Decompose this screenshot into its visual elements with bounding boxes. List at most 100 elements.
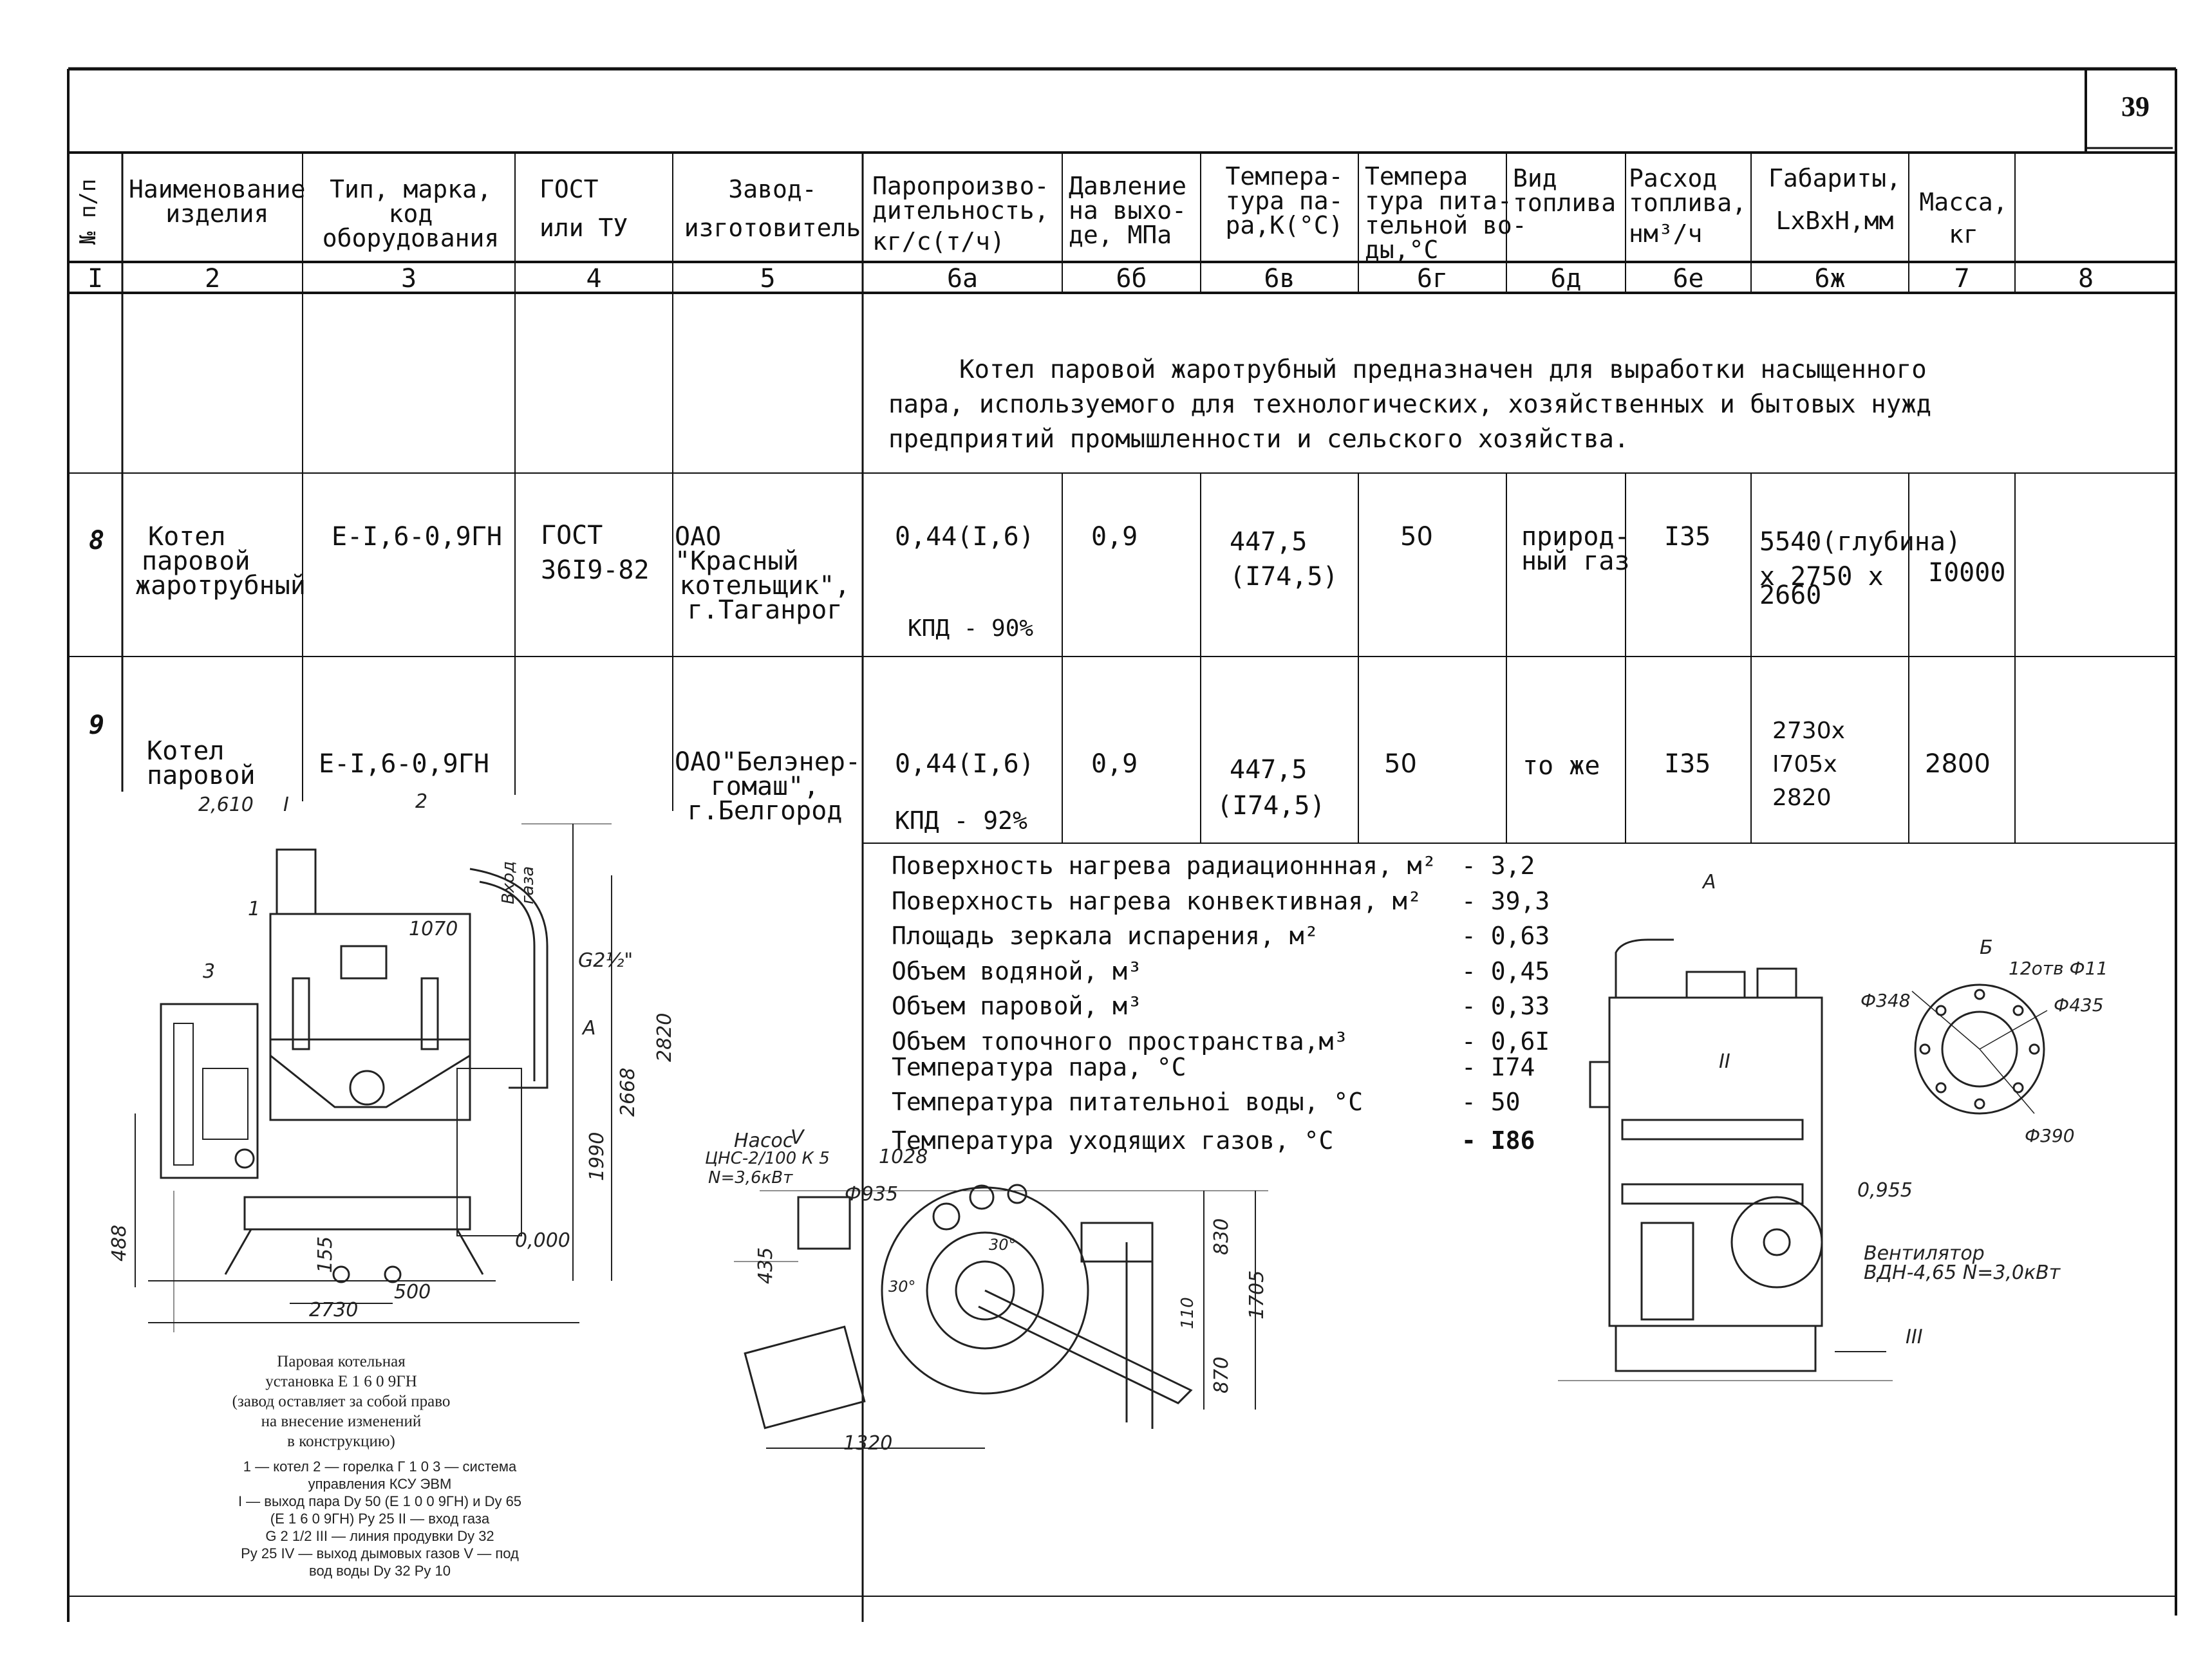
spec-row: Поверхность нагрева конвективная, м²- 39… (892, 886, 1550, 915)
row-capacity: 0,44(I,6) (895, 522, 1035, 552)
dim-label: 0,000 (515, 1229, 570, 1252)
spec-row: Температура питательноi воды, °С- 50 (892, 1088, 1521, 1116)
row-no: 8 (89, 526, 105, 555)
row-no: 9 (89, 711, 105, 740)
page-number: 39 (2121, 91, 2150, 122)
spec-row: Объем водяной, м³- 0,45 (892, 956, 1550, 985)
spec-row: Температура пара, °С- I74 (892, 1052, 1535, 1081)
dim-label: II (1719, 1050, 1730, 1073)
dim-label: Вентилятор (1864, 1242, 1985, 1265)
col-number: 6в (1264, 264, 1295, 293)
dim-label: III (1906, 1326, 1923, 1348)
dim-label: Вход (499, 861, 518, 904)
intro-paragraph: Котел паровой жаротрубный предназначен д… (888, 355, 1932, 454)
flange-drawing (1886, 965, 2092, 1146)
row-efficiency: КПД - 92% (895, 806, 1027, 835)
row-dims: 5540(глубина)x 2750 x 2660 (1759, 527, 1962, 610)
boiler-top-view-drawing (715, 1146, 1294, 1467)
row-water-temp: 50 (1400, 522, 1433, 552)
col-number: 6е (1673, 264, 1704, 293)
dim-label: газа (518, 866, 538, 904)
row-consumption: I35 (1664, 522, 1711, 552)
dim-label: N=3,6кВт (708, 1168, 793, 1188)
dim-label: 2668 (617, 1067, 639, 1117)
dim-label: Насос (734, 1130, 794, 1152)
row-efficiency: КПД - 90% (908, 615, 1034, 642)
row-fuel: природ-ный газ (1521, 522, 1630, 576)
col-number: 2 (204, 264, 221, 293)
row-mass: I0000 (1928, 558, 2006, 588)
spec-row: Поверхность нагрева радиационнная, м²- 3… (892, 852, 1535, 880)
tech-specs: Поверхность нагрева радиационнная, м²- 3… (892, 848, 1550, 1159)
col-number: 7 (1954, 264, 1970, 293)
dim-label: 488 (108, 1224, 131, 1262)
dim-label: 155 (314, 1236, 337, 1273)
spec-row: Объем паровой, м³- 0,33 (892, 992, 1550, 1020)
col-number: 6д (1550, 264, 1582, 293)
dim-label: 0,955 (1857, 1179, 1913, 1202)
col-number: 8 (2077, 264, 2094, 293)
dim-label: Ф348 (1861, 990, 1911, 1011)
dim-label: 12отв Ф11 (2009, 958, 2108, 979)
header-steam-temp: Темпера-тура па-ра,К(°С) (1225, 162, 1344, 239)
dim-label: 1028 (879, 1146, 928, 1168)
spec-row: Температура уходящих газов, °С- I86 (892, 1126, 1535, 1155)
dim-label: А (583, 1017, 596, 1039)
dim-label: 1 (248, 898, 261, 920)
dim-label: 1070 (409, 918, 458, 940)
header-no: № п/п (75, 178, 101, 245)
dim-label: ЦНС-2/100 К 5 (705, 1149, 830, 1168)
col-number: I (87, 264, 104, 293)
col-number: 5 (760, 264, 776, 293)
dim-label: Ф435 (2054, 994, 2104, 1016)
row-name: Котел паровой жаротрубный (135, 522, 306, 601)
row-capacity: 0,44(I,6) (895, 749, 1035, 779)
dim-label: 1320 (843, 1432, 893, 1455)
dim-label: Ф935 (845, 1183, 899, 1206)
row-steam-temp: 447,5(I74,5) (1217, 755, 1326, 821)
dim-label: 870 (1210, 1356, 1233, 1393)
row-mass: 2800 (1925, 749, 1991, 779)
dim-label: V (791, 1126, 804, 1149)
row-pressure: 0,9 (1091, 522, 1138, 552)
header-mass: Масса,кг (1919, 188, 2008, 248)
dim-label: Б (1980, 936, 1993, 959)
dim-label: Ф390 (2025, 1125, 2075, 1146)
dim-label: 1705 (1246, 1270, 1268, 1319)
header-capacity: Паропроизво-дительность,кг/с(т/ч) (872, 172, 1049, 256)
boiler-side-view-drawing (122, 785, 689, 1352)
dim-label: 830 (1210, 1218, 1233, 1255)
dim-label: ВДН-4,65 N=3,0кВт (1864, 1262, 2061, 1284)
row-water-temp: 50 (1384, 749, 1417, 779)
col-number: 3 (400, 264, 417, 293)
row-steam-temp: 447,5(I74,5) (1230, 527, 1338, 591)
dim-label: 3 (203, 960, 216, 983)
dim-label: 2730 (309, 1299, 359, 1321)
dim-label: 2,610 (198, 794, 254, 816)
dim-label: 30° (989, 1236, 1017, 1254)
row-type: E-I,6-0,9ГН (332, 522, 502, 552)
header-dims: Габариты,LxBxH,мм (1768, 164, 1901, 235)
dim-label: G2½" (578, 949, 633, 972)
header-maker: Завод-изготовитель (684, 175, 861, 242)
row-pressure: 0,9 (1091, 749, 1138, 779)
row-fuel: то же (1523, 751, 1600, 781)
dim-label: 110 (1178, 1297, 1197, 1329)
col-number: 4 (586, 264, 602, 293)
boiler-front-view-drawing (1558, 914, 1893, 1403)
dim-label: 1990 (586, 1132, 608, 1181)
dim-label: I (283, 794, 289, 816)
dim-label: 500 (394, 1281, 431, 1303)
